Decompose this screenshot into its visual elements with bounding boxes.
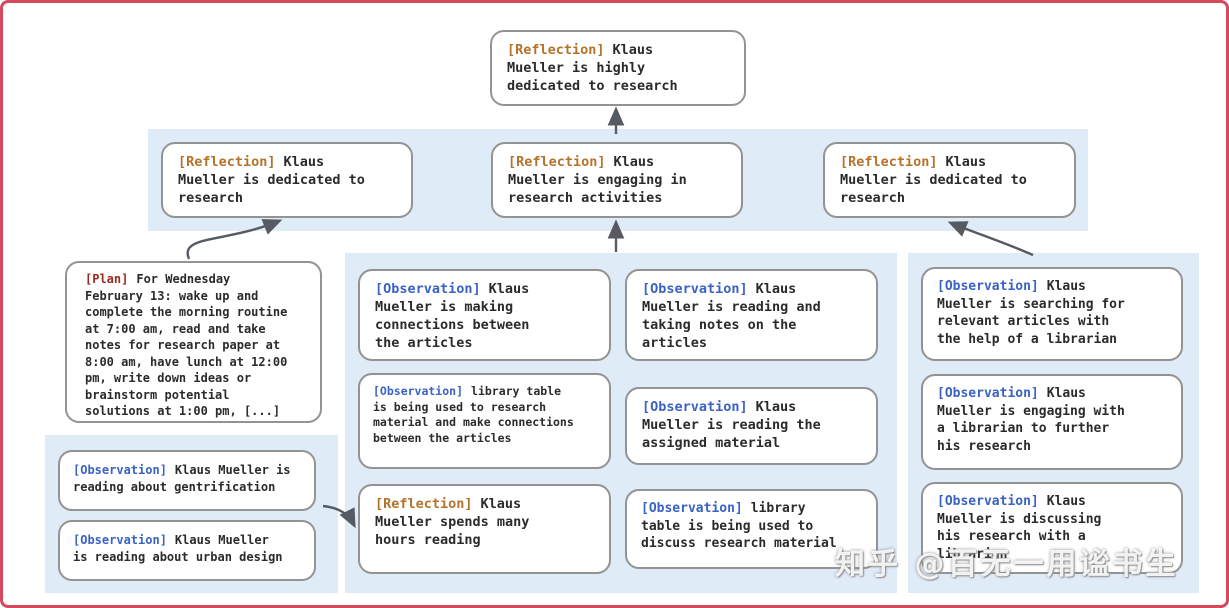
memory-node-plan: [Plan]For Wednesday February 13: wake up… — [65, 261, 322, 423]
memory-node-observation-taking-notes: [Observation]Klaus Mueller is reading an… — [625, 269, 878, 361]
node-text: Klaus Mueller is discussing his research… — [937, 494, 1102, 562]
memory-node-observation-urban-design: [Observation]Klaus Mueller is reading ab… — [58, 520, 316, 581]
memory-node-observation-engaging-librarian: [Observation]Klaus Mueller is engaging w… — [921, 374, 1183, 470]
node-text: Klaus Mueller is reading about gentrific… — [73, 463, 291, 494]
node-type-label: [Observation] — [73, 463, 167, 477]
memory-node-observation-library-table-research: [Observation]library table is being used… — [358, 373, 611, 469]
memory-node-reflection-middle: [Reflection]Klaus Mueller is engaging in… — [491, 142, 743, 218]
node-text: Klaus Mueller is reading the assigned ma… — [642, 399, 821, 451]
memory-node-observation-making-connections: [Observation]Klaus Mueller is making con… — [358, 269, 611, 361]
node-type-label: [Observation] — [937, 279, 1039, 294]
node-text: Klaus Mueller is dedicated to research — [178, 154, 365, 206]
node-type-label: [Observation] — [373, 384, 464, 398]
node-text: Klaus Mueller spends many hours reading — [375, 496, 530, 548]
node-type-label: [Plan] — [85, 272, 129, 286]
memory-node-reflection-top: [Reflection]Klaus Mueller is highly dedi… — [490, 30, 746, 106]
node-text: Klaus Mueller is engaging with a librari… — [937, 386, 1125, 454]
node-text: library table is being used to research … — [373, 384, 574, 445]
node-type-label: [Reflection] — [840, 154, 938, 170]
node-text: Klaus Mueller is searching for relevant … — [937, 279, 1125, 347]
node-text: library table is being used to discuss r… — [641, 501, 837, 551]
node-text: Klaus Mueller is reading about urban des… — [73, 533, 283, 564]
memory-node-reflection-hours-reading: [Reflection]Klaus Mueller spends many ho… — [358, 484, 611, 574]
memory-node-observation-discussing-librarian: [Observation]Klaus Mueller is discussing… — [921, 482, 1183, 574]
node-text: Klaus Mueller is dedicated to research — [840, 154, 1027, 206]
node-type-label: [Reflection] — [507, 42, 605, 58]
node-type-label: [Observation] — [642, 281, 748, 297]
node-text: Klaus Mueller is making connections betw… — [375, 281, 530, 351]
node-type-label: [Observation] — [375, 281, 481, 297]
node-type-label: [Observation] — [73, 533, 167, 547]
node-type-label: [Reflection] — [178, 154, 276, 170]
memory-node-observation-assigned-material: [Observation]Klaus Mueller is reading th… — [625, 387, 878, 465]
node-type-label: [Observation] — [642, 399, 748, 415]
node-text: For Wednesday February 13: wake up and c… — [85, 272, 288, 418]
node-type-label: [Observation] — [937, 386, 1039, 401]
watermark: 知乎 @百无一用谧书生 — [835, 547, 1179, 582]
memory-node-reflection-right: [Reflection]Klaus Mueller is dedicated t… — [823, 142, 1076, 218]
node-type-label: [Reflection] — [375, 496, 473, 512]
node-text: Klaus Mueller is highly dedicated to res… — [507, 42, 678, 94]
memory-node-reflection-left: [Reflection]Klaus Mueller is dedicated t… — [161, 142, 413, 218]
node-text: Klaus Mueller is engaging in research ac… — [508, 154, 687, 206]
node-type-label: [Observation] — [641, 501, 743, 516]
node-text: Klaus Mueller is reading and taking note… — [642, 281, 821, 351]
node-type-label: [Reflection] — [508, 154, 606, 170]
memory-node-observation-gentrification: [Observation]Klaus Mueller is reading ab… — [58, 450, 316, 511]
node-type-label: [Observation] — [937, 494, 1039, 509]
memory-node-observation-searching-articles: [Observation]Klaus Mueller is searching … — [921, 267, 1183, 361]
memory-node-observation-library-table-discuss: [Observation]library table is being used… — [625, 489, 878, 569]
